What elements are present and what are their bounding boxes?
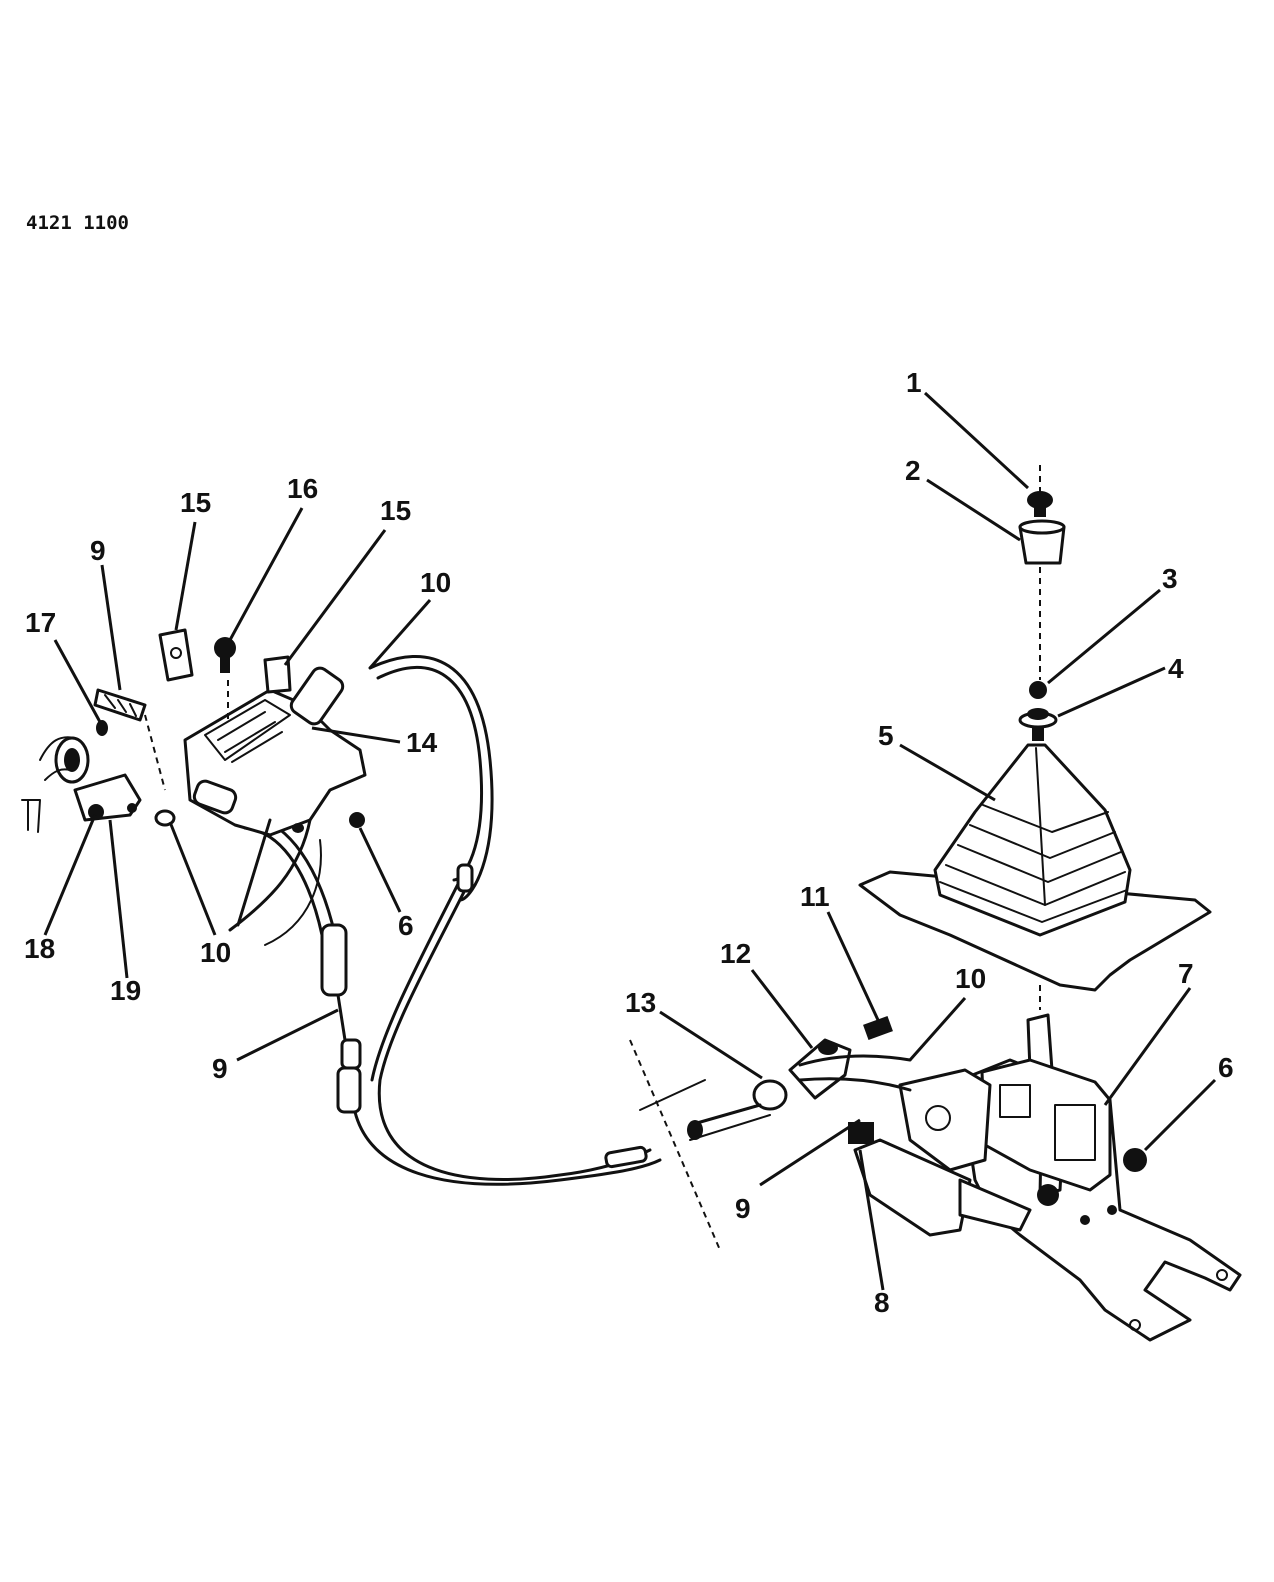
callout-10-top: 10	[420, 567, 451, 598]
shifter-mechanism	[853, 1013, 1242, 1342]
nut-right	[1123, 1148, 1147, 1172]
callout-4: 4	[1168, 653, 1184, 684]
callout-9-right: 9	[735, 1193, 751, 1224]
callout-9-cable: 9	[212, 1053, 228, 1084]
callout-1: 1	[906, 367, 922, 398]
callout-12: 12	[720, 938, 751, 969]
nut-left-6	[349, 812, 365, 828]
shift-knob-nut	[1027, 465, 1053, 517]
callout-6-right: 6	[1218, 1052, 1234, 1083]
transaxle-bracket	[183, 666, 367, 946]
retainer-clip-15-right	[263, 655, 292, 694]
callout-6-left: 6	[398, 910, 414, 941]
callout-17: 17	[25, 607, 56, 638]
callout-11: 11	[800, 881, 830, 912]
leader-lines	[43, 391, 1217, 1291]
callout-7: 7	[1178, 958, 1194, 989]
callout-9-left: 9	[90, 535, 106, 566]
shift-boot	[858, 743, 1212, 992]
callout-18: 18	[24, 933, 55, 964]
callout-5: 5	[878, 720, 894, 751]
shift-knob	[1018, 519, 1066, 565]
spring-clip-9-left	[93, 688, 166, 791]
retainer-clip-15-left	[158, 628, 194, 682]
transaxle-lever	[21, 720, 142, 833]
callout-14: 14	[406, 727, 438, 758]
cable-end-shifter	[687, 1016, 912, 1141]
callout-2: 2	[905, 455, 921, 486]
callout-16: 16	[287, 473, 318, 504]
callout-15-right: 15	[380, 495, 411, 526]
callout-13: 13	[625, 987, 656, 1018]
callout-10-bottom: 10	[200, 937, 231, 968]
callout-15-left: 15	[180, 487, 211, 518]
boot-retainer	[1018, 708, 1058, 741]
shift-cable-9	[243, 813, 662, 1186]
callout-10-right: 10	[955, 963, 986, 994]
retaining-clip	[848, 1122, 874, 1144]
drawing-code: 4121 1100	[26, 212, 129, 234]
callout-19: 19	[110, 975, 141, 1006]
callout-3: 3	[1162, 563, 1178, 594]
bolt-16	[214, 637, 236, 720]
callout-labels: 1 2 3 4 5 6 6 7 8 9 9 9 10 10 10 11 12 1…	[24, 367, 1234, 1318]
lever-bushing	[1029, 681, 1047, 699]
shift-cable-10	[368, 654, 652, 1181]
callout-8: 8	[874, 1287, 890, 1318]
